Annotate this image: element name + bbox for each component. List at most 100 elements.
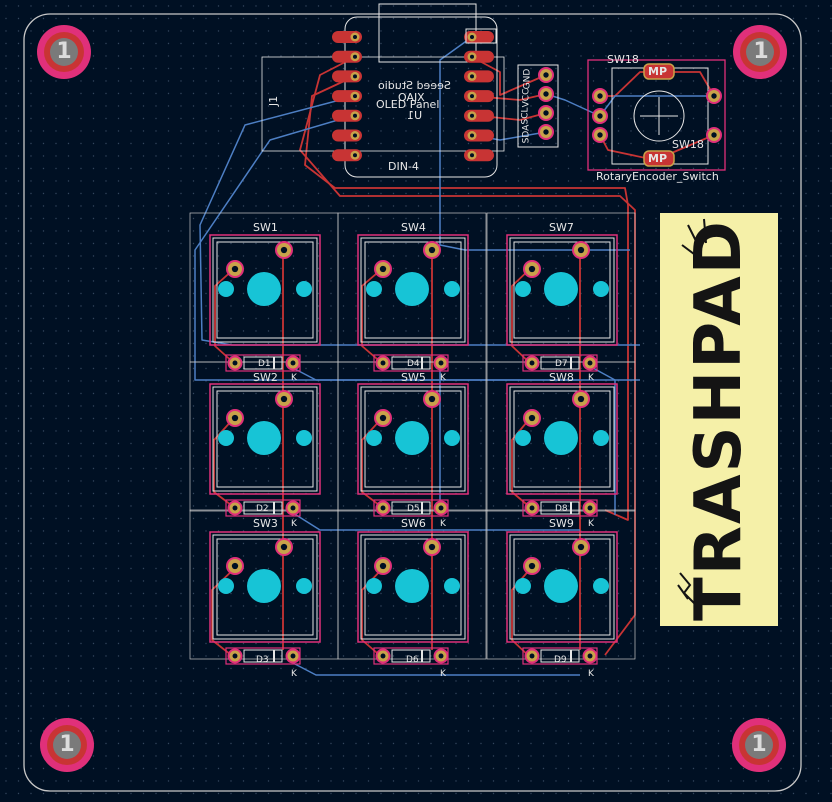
key-cell-outline xyxy=(486,361,636,512)
pad-drill xyxy=(577,246,585,254)
switch-ref-label: SW5 xyxy=(401,371,426,384)
switch-ref-label: SW3 xyxy=(253,517,278,530)
diode-body xyxy=(540,649,580,663)
mounting-hole-label: 1 xyxy=(751,732,767,757)
switch-ref-label: SW8 xyxy=(549,371,574,384)
pad-drill xyxy=(543,91,549,97)
switch-ref-label: SW7 xyxy=(549,221,574,234)
mcu-pad-drill xyxy=(470,54,474,59)
key-cell-outline xyxy=(337,509,487,660)
diode-body xyxy=(391,649,431,663)
switch-peg xyxy=(515,578,531,594)
oled-pin-label: VCC xyxy=(521,88,532,108)
pad-drill xyxy=(597,113,603,119)
switch-peg xyxy=(296,281,312,297)
trace xyxy=(292,662,580,676)
diode-body xyxy=(243,649,283,663)
switch-peg xyxy=(444,578,460,594)
mcu-pad-drill xyxy=(353,113,357,118)
pad-drill xyxy=(543,110,549,116)
pad-drill xyxy=(587,505,593,511)
switch-outline xyxy=(364,241,462,339)
switch-courtyard xyxy=(506,234,618,346)
switch-peg xyxy=(296,430,312,446)
switch-outline xyxy=(360,237,466,343)
oled-title-label: OLED Panel xyxy=(376,98,440,111)
key-cell-outline xyxy=(486,509,636,660)
key-cell-outline xyxy=(337,361,487,512)
trace xyxy=(592,367,616,515)
mcu-pad-drill xyxy=(353,74,357,79)
pad-drill xyxy=(379,265,387,273)
board-outline xyxy=(23,13,802,792)
pad-drill xyxy=(428,395,436,403)
switch-outline xyxy=(513,538,611,636)
diode-cathode-label: K xyxy=(440,373,446,383)
pad-drill xyxy=(529,360,535,366)
pad-drill xyxy=(290,653,296,659)
switch-outline xyxy=(513,241,611,339)
diode-ref-label: D6 xyxy=(406,655,419,665)
diode-cathode-label: K xyxy=(588,669,594,679)
mcu-pad-drill xyxy=(470,94,474,99)
oled-ref-label: J1 xyxy=(267,95,281,107)
switch-outline xyxy=(212,237,318,343)
switch-courtyard xyxy=(357,234,469,346)
switch-center-hole xyxy=(247,569,281,603)
switch-peg xyxy=(366,281,382,297)
switch-center-hole xyxy=(395,421,429,455)
switch-center-hole xyxy=(395,569,429,603)
switch-peg xyxy=(218,281,234,297)
switch-center-hole xyxy=(247,272,281,306)
switch-outline xyxy=(360,386,466,492)
pad-drill xyxy=(528,562,536,570)
switch-center-hole xyxy=(544,421,578,455)
pad-drill xyxy=(528,414,536,422)
switch-courtyard xyxy=(357,383,469,495)
pad-drill xyxy=(380,505,386,511)
switch-outline xyxy=(360,534,466,640)
switch-courtyard xyxy=(209,383,321,495)
pad-drill xyxy=(529,505,535,511)
mcu-pad-drill xyxy=(353,94,357,99)
switch-ref-label: SW4 xyxy=(401,221,426,234)
oled-pin-label: GND xyxy=(522,68,533,90)
oled-header-outline xyxy=(517,64,559,148)
mcu-pad-drill xyxy=(470,35,474,39)
switch-outline xyxy=(216,390,314,488)
encoder-mp-pad xyxy=(643,63,675,80)
diode-ref-label: D8 xyxy=(555,504,568,514)
mounting-hole-drill xyxy=(50,38,78,66)
encoder-value-label: RotaryEncoder_Switch xyxy=(596,170,719,183)
switch-center-hole xyxy=(544,272,578,306)
switch-peg xyxy=(593,430,609,446)
pad-drill xyxy=(529,653,535,659)
diode-body xyxy=(540,501,580,515)
pad-drill xyxy=(280,543,288,551)
mcu-pad-drill xyxy=(470,113,474,118)
diode-body xyxy=(243,356,283,370)
mcu-pad-drill xyxy=(470,74,474,79)
switch-peg xyxy=(515,281,531,297)
diode-cathode-label: K xyxy=(291,669,297,679)
switch-outline xyxy=(509,237,615,343)
switch-outline xyxy=(509,386,615,492)
diode-cathode-label: K xyxy=(440,519,446,529)
mcu-pad-drill xyxy=(353,153,357,158)
pad-drill xyxy=(232,653,238,659)
switch-outline xyxy=(216,241,314,339)
trace xyxy=(511,267,532,365)
switch-ref-label: SW2 xyxy=(253,371,278,384)
diode-cathode-label: K xyxy=(291,519,297,529)
pad-drill xyxy=(231,562,239,570)
pad-drill xyxy=(428,543,436,551)
logo-area xyxy=(660,213,778,626)
switch-outline xyxy=(216,538,314,636)
switch-courtyard xyxy=(357,531,469,643)
pad-drill xyxy=(597,93,603,99)
pad-drill xyxy=(232,505,238,511)
switch-outline xyxy=(509,534,615,640)
switch-peg xyxy=(444,430,460,446)
diode-body xyxy=(243,501,283,515)
encoder-courtyard xyxy=(587,59,726,171)
